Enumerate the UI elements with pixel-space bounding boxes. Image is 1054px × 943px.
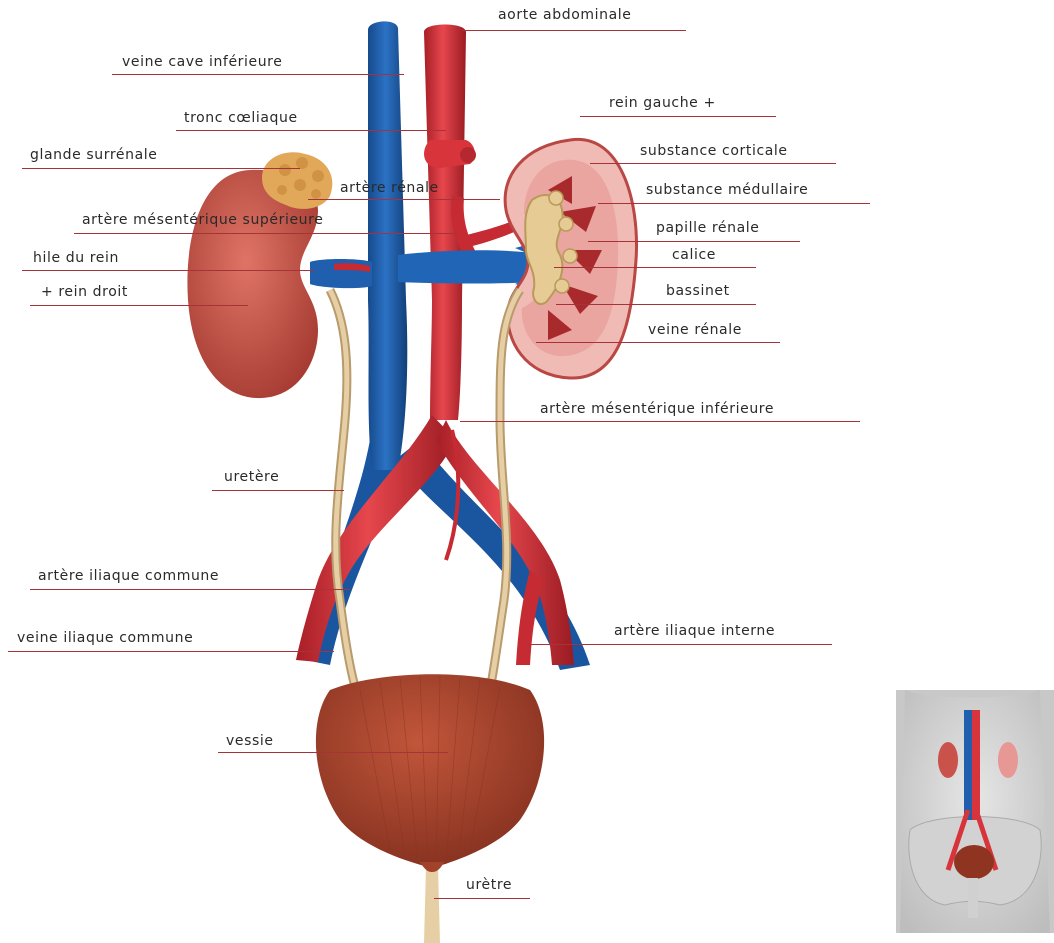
leader-bassinet <box>556 304 756 305</box>
leader-artere-mesenterique-superieure <box>74 233 458 234</box>
label-vessie: vessie <box>226 733 274 749</box>
label-glande-surrenale: glande surrénale <box>30 147 157 163</box>
label-artere-mesenterique-superieure: artère mésentérique supérieure <box>82 212 323 228</box>
leader-veine-iliaque-commune <box>8 651 334 652</box>
label-calice: calice <box>672 247 716 263</box>
bladder-shape <box>316 674 544 868</box>
leader-aorte-abdominale <box>462 30 686 31</box>
leader-artere-mesenterique-inferieure <box>460 421 860 422</box>
label-artere-iliaque-commune: artère iliaque commune <box>38 568 219 584</box>
label-bassinet: bassinet <box>666 283 730 299</box>
leader-vessie <box>218 752 448 753</box>
leader-substance-medullaire <box>598 203 870 204</box>
leader-artere-iliaque-interne <box>526 644 832 645</box>
label-veine-iliaque-commune: veine iliaque commune <box>17 630 193 646</box>
leader-substance-corticale <box>590 163 836 164</box>
leader-calice <box>554 267 756 268</box>
label-veine-renale: veine rénale <box>648 322 742 338</box>
label-rein-gauche: rein gauche + <box>609 95 716 111</box>
leader-rein-gauche <box>580 116 776 117</box>
leader-papille-renale <box>588 241 800 242</box>
leader-veine-cave-inferieure <box>112 74 404 75</box>
body-inset-illustration <box>896 690 1054 933</box>
label-artere-iliaque-interne: artère iliaque interne <box>614 623 775 639</box>
leader-uretere <box>212 490 344 491</box>
label-aorte-abdominale: aorte abdominale <box>498 7 631 23</box>
label-substance-corticale: substance corticale <box>640 143 788 159</box>
label-uretere: uretère <box>224 469 279 485</box>
leader-artere-iliaque-commune <box>30 589 350 590</box>
urethra-shape <box>424 866 440 943</box>
renal-vein-left-shape <box>398 250 540 283</box>
label-substance-medullaire: substance médullaire <box>646 182 808 198</box>
label-hile-du-rein: hile du rein <box>33 250 119 266</box>
vena-cava-shape <box>368 21 407 470</box>
label-uretre: urètre <box>466 877 512 893</box>
leader-glande-surrenale <box>22 168 300 169</box>
label-papille-renale: papille rénale <box>656 220 760 236</box>
label-artere-mesenterique-inferieure: artère mésentérique inférieure <box>540 401 774 417</box>
label-artere-renale: artère rénale <box>340 180 439 196</box>
leader-rein-droit <box>30 305 248 306</box>
leader-hile-du-rein <box>22 270 314 271</box>
label-rein-droit: + rein droit <box>41 284 128 300</box>
label-tronc-coeliaque: tronc cœliaque <box>184 110 298 126</box>
label-veine-cave-inferieure: veine cave inférieure <box>122 54 282 70</box>
leader-artere-renale <box>308 199 500 200</box>
leader-veine-renale <box>536 342 780 343</box>
leader-uretre <box>434 898 530 899</box>
leader-tronc-coeliaque <box>176 130 446 131</box>
renal-artery-shape <box>462 222 514 248</box>
